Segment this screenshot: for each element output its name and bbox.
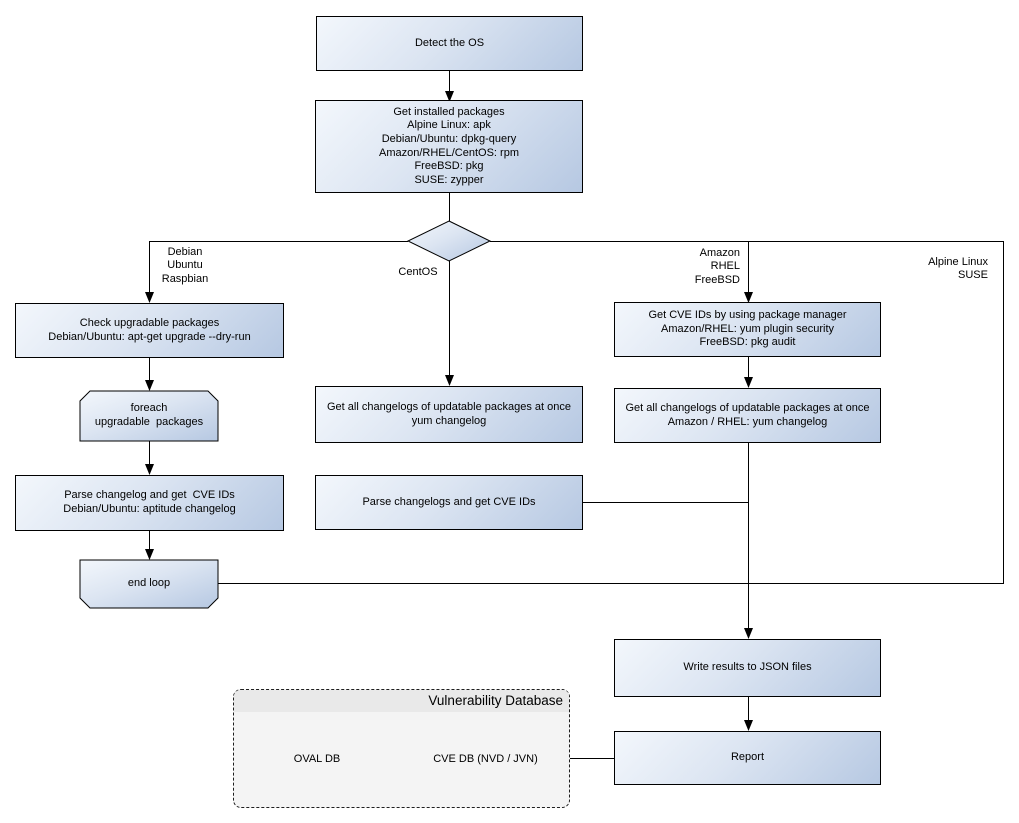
end-loop-label: end loop <box>127 577 171 590</box>
foreach-loop-label: foreach upgradable packages <box>94 402 204 428</box>
oval-db-label: OVAL DB <box>293 753 341 766</box>
foreach-loop-shape <box>79 390 219 442</box>
node-report: Report <box>614 731 881 785</box>
branch-label-debian: Debian Ubuntu Raspbian <box>161 246 209 285</box>
node-get-installed-packages: Get installed packages Alpine Linux: apk… <box>315 100 583 193</box>
foreach-loop-text: foreach upgradable packages <box>80 391 218 441</box>
oval-db-text: OVAL DB <box>248 750 386 770</box>
node-get-installed-packages-label: Get installed packages Alpine Linux: apk… <box>379 105 519 186</box>
vulnerability-database-container: Vulnerability Database <box>233 689 570 808</box>
node-parse-changelog-debian: Parse changelog and get CVE IDs Debian/U… <box>15 475 284 531</box>
cve-db-label: CVE DB (NVD / JVN) <box>433 753 538 766</box>
arrowhead-report <box>744 720 753 731</box>
arrowhead-changelogs-amazon <box>744 377 753 388</box>
node-write-results-json-label: Write results to JSON files <box>683 661 812 674</box>
arrowhead-end-loop <box>145 549 154 560</box>
arrowhead-changelogs-yum <box>445 375 454 386</box>
node-get-changelogs-amazon-rhel: Get all changelogs of updatable packages… <box>614 388 881 443</box>
node-detect-os-label: Detect the OS <box>414 36 485 49</box>
end-loop-text: end loop <box>80 560 218 608</box>
node-check-upgradable-packages: Check upgradable packages Debian/Ubuntu:… <box>15 303 284 358</box>
arrowhead-check-upgradable <box>145 292 154 303</box>
branch-label-centos: CentOS <box>398 266 438 278</box>
branch-label-alpine: Alpine Linux SUSE <box>928 256 988 282</box>
node-parse-changelogs-yum-label: Parse changelogs and get CVE IDs <box>362 495 536 508</box>
os-decision-diamond <box>406 220 492 262</box>
end-loop-shape <box>79 559 219 609</box>
arrowhead-installed <box>445 91 454 102</box>
arrowhead-write-results <box>744 628 753 639</box>
node-get-cve-ids-package-manager: Get CVE IDs by using package manager Ama… <box>614 302 881 357</box>
node-parse-changelog-debian-label: Parse changelog and get CVE IDs Debian/U… <box>63 489 236 515</box>
node-report-label: Report <box>730 751 765 764</box>
arrowhead-foreach <box>145 380 154 391</box>
cve-db-text: CVE DB (NVD / JVN) <box>417 750 554 770</box>
node-check-upgradable-packages-label: Check upgradable packages Debian/Ubuntu:… <box>48 316 251 343</box>
node-get-changelogs-yum-label: Get all changelogs of updatable packages… <box>326 400 571 427</box>
node-parse-changelogs-yum: Parse changelogs and get CVE IDs <box>315 475 583 530</box>
branch-label-amazon: Amazon RHEL FreeBSD <box>694 247 740 286</box>
vulnerability-database-title: Vulnerability Database <box>428 693 563 708</box>
node-get-changelogs-amazon-rhel-label: Get all changelogs of updatable packages… <box>625 401 870 428</box>
arrowhead-cve-ids <box>744 292 753 303</box>
node-write-results-json: Write results to JSON files <box>614 639 881 697</box>
node-get-changelogs-yum: Get all changelogs of updatable packages… <box>315 386 583 443</box>
vulnerability-database-header <box>234 690 569 712</box>
node-get-cve-ids-package-manager-label: Get CVE IDs by using package manager Ama… <box>648 309 847 349</box>
node-detect-os: Detect the OS <box>316 16 583 71</box>
arrowhead-parse-debian <box>145 464 154 475</box>
